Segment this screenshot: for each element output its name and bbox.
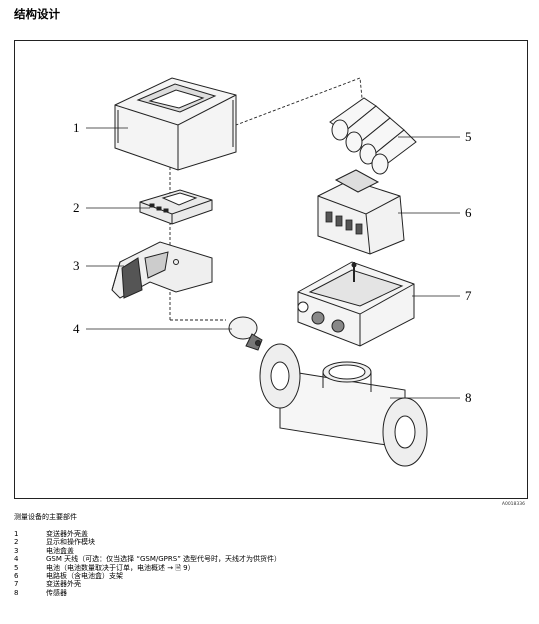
gsm-antenna-part: [228, 316, 263, 351]
leader-lines: [86, 127, 460, 399]
exploded-view-drawing: 1 2 3 4 5 6 7 8: [73, 77, 472, 467]
electronics-holder-part: [317, 169, 405, 255]
display-module-part: [139, 189, 213, 225]
callout-1: 1: [73, 120, 80, 135]
batteries-part: [329, 97, 417, 175]
callout-4: 4: [73, 321, 80, 336]
callout-5: 5: [465, 129, 472, 144]
callout-2: 2: [73, 200, 80, 215]
section-title: 结构设计: [14, 7, 60, 21]
transmitter-housing-part: [297, 261, 415, 347]
callout-3: 3: [73, 258, 80, 273]
housing-cover-part: [114, 77, 237, 171]
callout-8: 8: [465, 390, 472, 405]
figure-frame: [14, 40, 528, 499]
battery-cover-part: [111, 241, 213, 299]
sensor-part: [259, 343, 428, 467]
figure-id: A0018336: [501, 502, 525, 507]
figure-caption: 测量设备的主要部件: [14, 513, 77, 521]
callout-7: 7: [465, 288, 472, 303]
callout-6: 6: [465, 205, 472, 220]
